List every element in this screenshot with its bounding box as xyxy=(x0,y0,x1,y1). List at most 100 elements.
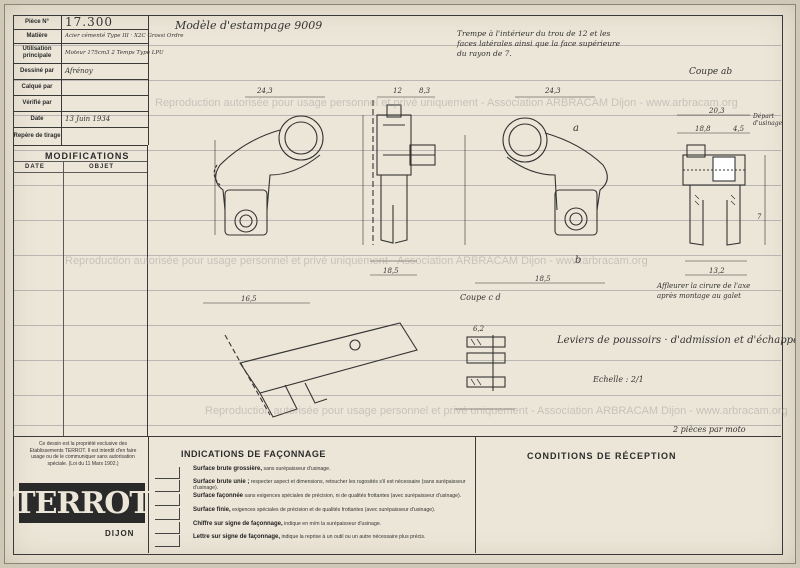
indication-text: Surface brute unie ; respecter aspect et… xyxy=(193,479,473,491)
technical-drawing xyxy=(203,96,766,418)
ruled-line xyxy=(13,425,781,426)
lever-view-side xyxy=(372,100,436,245)
title-row-dessine: Dessiné par Afrénoy xyxy=(13,63,148,80)
bottom-angled-view xyxy=(224,322,418,418)
title-row-utilisation: Utilisation principale Moteur 175cm3 2 T… xyxy=(13,43,164,64)
drawing-frame xyxy=(13,15,783,555)
title-row-piece: Pièce N° 17.300 xyxy=(13,15,148,30)
title-row-label: Utilisation principale xyxy=(13,43,62,63)
dimension-label: 13,2 xyxy=(709,267,725,275)
title-row-calque: Calqué par xyxy=(13,79,148,96)
scale-annotation: Echelle : 2/1 xyxy=(593,375,644,384)
legal-notice: Ce dessin est la propriété exclusive des… xyxy=(29,441,137,467)
indication-desc: indique en m/m la surépaisseur d'usinage… xyxy=(284,521,382,527)
indication-desc: indique la reprise à un outil ou un autr… xyxy=(281,534,426,540)
ruled-line xyxy=(13,395,781,396)
finish-symbol-icon xyxy=(155,480,180,492)
ruled-line xyxy=(13,150,781,151)
indications-title: INDICATIONS DE FAÇONNAGE xyxy=(181,449,326,459)
title-row-label: Dessiné par xyxy=(13,63,62,79)
ruled-line xyxy=(13,185,781,186)
indication-text: Surface façonnée sans exigences spéciale… xyxy=(193,493,473,499)
watermark-text: Reproduction autorisée pour usage person… xyxy=(205,405,788,417)
modifications-right-border xyxy=(147,145,148,437)
machining-start-note: Départ d'usinage xyxy=(753,113,783,127)
part-title: Leviers de poussoirs · d'admission et d'… xyxy=(557,335,795,346)
dimension-label: 18,8 xyxy=(695,125,711,133)
title-row-repere: Repère de tirage xyxy=(13,127,148,146)
section-ab-label: Coupe ab xyxy=(689,67,733,77)
finish-symbol-icon xyxy=(155,467,180,479)
terrot-logo: TERROT xyxy=(13,483,152,523)
modifications-header-line xyxy=(13,172,148,173)
hardening-note: Trempe à l'intérieur du trou de 12 et le… xyxy=(457,29,621,58)
watermark-text: Reproduction autorisée pour usage person… xyxy=(155,97,738,109)
ruled-line xyxy=(13,255,781,256)
indication-title: Surface brute grossière, xyxy=(193,466,263,472)
indication-text: Surface finie, exigences spéciales de pr… xyxy=(193,507,473,513)
dimension-label: 20,3 xyxy=(709,107,725,115)
dimension-label: 24,3 xyxy=(545,87,561,95)
dimension-label: 6,2 xyxy=(473,325,485,333)
quantity-annotation: 2 pièces par moto xyxy=(673,425,746,434)
modifications-header-line xyxy=(13,161,148,162)
bottom-section-border xyxy=(13,436,781,437)
drawn-by-value: Afrénoy xyxy=(65,67,93,75)
dimension-lines xyxy=(203,96,766,410)
dimension-label: 18,5 xyxy=(383,267,399,275)
reception-conditions-title: CONDITIONS DE RÉCEPTION xyxy=(527,451,677,461)
indication-text: Chiffre sur signe de façonnage, indique … xyxy=(193,521,473,527)
material-value: Acier cémenté Type III · X2C Grossi Ordr… xyxy=(65,33,184,39)
dimension-label: 16,5 xyxy=(241,295,257,303)
finish-symbol-icon xyxy=(155,522,180,534)
section-cd-view xyxy=(466,335,506,391)
indication-desc: respecter aspect et dimensions, retouche… xyxy=(193,479,466,491)
finish-symbol-icon xyxy=(155,494,180,506)
modifications-column-divider xyxy=(63,161,64,436)
title-row-label: Calqué par xyxy=(13,79,62,95)
piece-number: 17.300 xyxy=(65,15,113,29)
finish-symbol-icon xyxy=(155,535,180,547)
logo-city: DIJON xyxy=(105,529,135,538)
title-row-label: Matière xyxy=(13,29,62,43)
section-mark-a: a xyxy=(573,123,579,134)
indication-text: Surface brute grossière, sans surépaisse… xyxy=(193,466,473,472)
bottom-divider-right xyxy=(475,436,476,553)
dimension-label: 4,5 xyxy=(733,125,745,133)
modifications-col-date: DATE xyxy=(25,164,45,170)
modifications-col-objet: OBJET xyxy=(89,164,115,170)
title-row-date: Date 13 Juin 1934 xyxy=(13,111,148,128)
dimension-label: 24,3 xyxy=(257,87,273,95)
section-mark-b: b xyxy=(575,255,582,266)
section-ab-view xyxy=(682,144,746,246)
indication-desc: sans exigences spéciales de précision, n… xyxy=(244,493,462,499)
indication-title: Surface finie, xyxy=(193,507,231,513)
finish-symbol-icon xyxy=(155,508,180,520)
ruled-line xyxy=(13,45,781,46)
ruled-line xyxy=(13,325,781,326)
section-cd-label: Coupe c d xyxy=(460,293,501,302)
indication-title: Surface brute unie ; xyxy=(193,479,250,485)
dimension-label: 18,5 xyxy=(535,275,551,283)
modifications-title: MODIFICATIONS xyxy=(45,151,130,161)
watermark-text: Reproduction autorisée pour usage person… xyxy=(65,255,648,267)
indication-desc: exigences spéciales de précision et de q… xyxy=(232,507,436,513)
model-annotation: Modèle d'estampage 9009 xyxy=(175,19,323,32)
drawing-sheet: Pièce N° 17.300 Matière Acier cémenté Ty… xyxy=(4,4,796,564)
indication-title: Chiffre sur signe de façonnage, xyxy=(193,521,283,527)
flush-note: Affleurer la cirure de l'axe après monta… xyxy=(657,282,751,300)
title-row-verifie: Vérifié par xyxy=(13,95,148,112)
dimension-label: 7 xyxy=(757,213,762,221)
indication-desc: sans surépaisseur d'usinage. xyxy=(263,466,331,472)
title-row-label: Vérifié par xyxy=(13,95,62,111)
usage-value: Moteur 175cm3 2 Temps Type LPU xyxy=(65,50,164,56)
title-block: Pièce N° 17.300 Matière Acier cémenté Ty… xyxy=(13,15,183,146)
title-row-label: Date xyxy=(13,111,62,127)
indication-title: Lettre sur signe de façonnage, xyxy=(193,534,281,540)
lever-view-left xyxy=(213,115,324,236)
indication-text: Lettre sur signe de façonnage, indique l… xyxy=(193,534,473,540)
title-row-label: Pièce N° xyxy=(13,15,62,29)
lever-view-right xyxy=(502,117,608,236)
dimension-label: 12 xyxy=(393,87,402,95)
title-row-matiere: Matière Acier cémenté Type III · X2C Gro… xyxy=(13,29,183,44)
